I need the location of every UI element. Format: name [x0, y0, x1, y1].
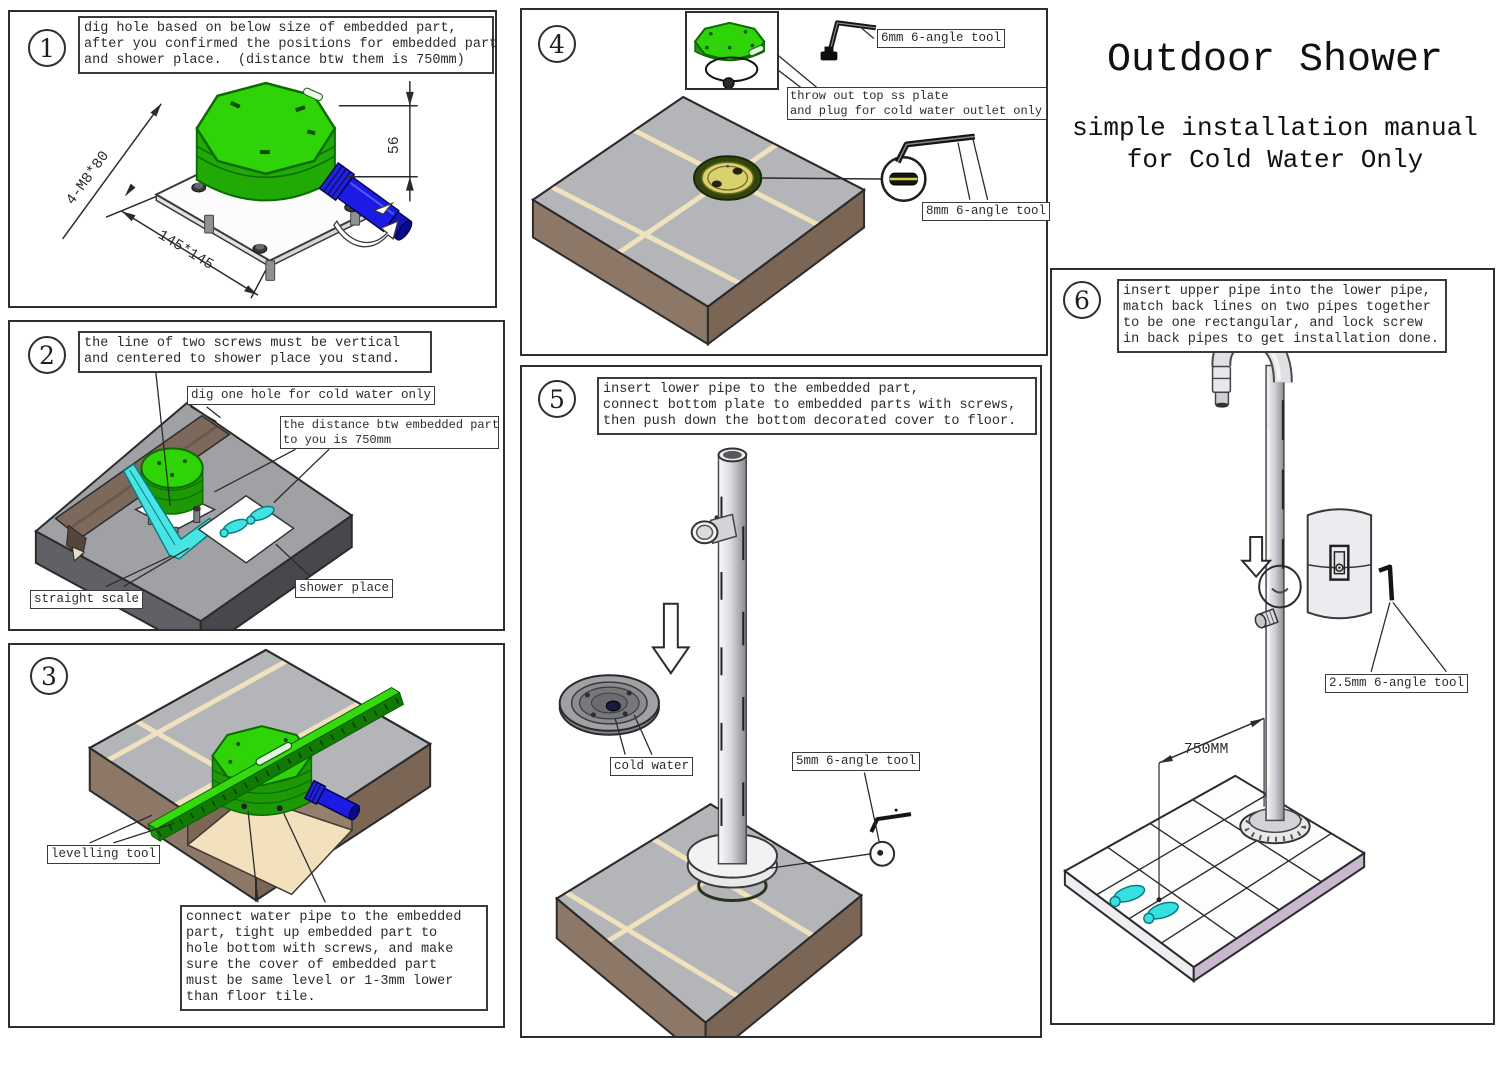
step3-panel: 3 levelling tool connect water pipe to t…: [8, 643, 505, 1028]
hex-key-5mm-icon: [869, 808, 912, 833]
leader-lines: [89, 811, 326, 903]
label-6mm-tool: 6mm 6-angle tool: [877, 29, 1006, 48]
leader-lines: [105, 367, 330, 588]
label-levelling-tool: levelling tool: [47, 845, 161, 864]
plug-magnifier: [880, 156, 927, 203]
magnifier-leader: [761, 177, 882, 180]
label-cold-water: cold water: [610, 757, 694, 776]
dim-750mm-label: 750MM: [1184, 742, 1229, 758]
step1-illustration: 56 4-M8*80 145*145: [61, 81, 418, 299]
back-pipe-detail: [1306, 508, 1373, 620]
page-subtitle: simple installation manual for Cold Wate…: [1072, 113, 1478, 175]
label-shower-place: shower place: [295, 579, 394, 598]
step5-number-text: 5: [549, 384, 565, 414]
step2-number: 2: [28, 336, 66, 374]
shower-place-mat: [197, 494, 295, 564]
label-5mm-tool: 5mm 6-angle tool: [792, 752, 921, 771]
screw-magnifier: [869, 840, 896, 867]
label-25mm-tool: 2.5mm 6-angle tool: [1325, 674, 1469, 693]
step6-panel: 750MM 6 insert upper pipe into the lower…: [1050, 268, 1495, 1025]
step2-illustration: [34, 367, 354, 629]
down-arrow: [651, 602, 691, 675]
title-block: Outdoor Shower simple installation manua…: [1050, 36, 1500, 176]
step3-note: connect water pipe to the embedded part,…: [180, 905, 488, 1011]
lock-screw-stub: [1254, 608, 1279, 629]
step1-number: 1: [28, 29, 66, 67]
dim-bolts-label: 4-M8*80: [64, 149, 113, 209]
dimension-arrows: [121, 103, 258, 296]
hex-key-6mm-icon: [820, 20, 877, 61]
label-distance: the distance btw embedded part to you is…: [280, 416, 499, 449]
step5-panel: 5 insert lower pipe to the embedded part…: [520, 365, 1042, 1038]
side-outlet-connector: [690, 513, 738, 545]
height-dimension-arrows: [405, 91, 414, 191]
dim-plate-label: 145*145: [155, 228, 216, 274]
joint-magnifier: [1258, 564, 1302, 609]
tiled-base: [555, 803, 864, 1036]
step4-number-text: 4: [549, 29, 565, 59]
tiled-floor: [1063, 774, 1367, 983]
distance-dimension: [1156, 717, 1265, 903]
step4-number: 4: [538, 25, 576, 63]
leader-lines: [776, 26, 989, 200]
dim-height-label: 56: [387, 136, 403, 154]
footprint-left: [1109, 884, 1146, 908]
step5-illustration: [555, 447, 912, 1036]
step3-illustration: [87, 648, 433, 903]
step3-number-text: 3: [41, 661, 57, 691]
rotate-arrow: [333, 201, 399, 248]
down-arrow: [1240, 536, 1273, 579]
levelling-tool: [147, 686, 405, 843]
step6-instruction: insert upper pipe into the lower pipe, m…: [1117, 279, 1447, 353]
base-flange: [686, 832, 779, 902]
label-straight-scale: straight scale: [30, 590, 144, 609]
step2-instruction: the line of two screws must be vertical …: [78, 331, 432, 373]
label-8mm-tool: 8mm 6-angle tool: [922, 202, 1051, 221]
step4-panel: 4 6mm 6-angle tool throw out top ss plat…: [520, 8, 1051, 356]
embedded-cover: [693, 155, 763, 201]
embedded-part-body: [195, 81, 337, 202]
step6-number-text: 6: [1074, 285, 1090, 315]
label-dig-hole: dig one hole for cold water only: [187, 386, 436, 405]
removed-plate-detail: [693, 21, 766, 90]
removed-plate-inset-frame: [685, 11, 779, 90]
lower-pipe: [717, 447, 748, 865]
page-title: Outdoor Shower: [1106, 38, 1444, 83]
leader-lines: [1370, 602, 1447, 673]
step3-number: 3: [30, 657, 68, 695]
step5-number: 5: [538, 380, 576, 418]
step6-number: 6: [1063, 281, 1101, 319]
step4-illustration: [531, 20, 989, 347]
step1-number-text: 1: [39, 33, 55, 63]
hex-key-25mm-icon: [1378, 564, 1395, 601]
step1-instruction: dig hole based on below size of embedded…: [78, 16, 497, 74]
step5-instruction: insert lower pipe to the embedded part, …: [597, 377, 1037, 435]
decorated-cover: [558, 674, 660, 736]
hex-key-8mm-icon: [895, 133, 976, 164]
step2-panel: 2 the line of two screws must be vertica…: [8, 320, 505, 631]
step6-illustration: 750MM: [1063, 326, 1447, 983]
step1-panel: 56 4-M8*80 145*145 1 dig hole based on b…: [8, 10, 497, 308]
step2-number-text: 2: [39, 340, 55, 370]
label-throw-plate: throw out top ss plate and plug for cold…: [787, 87, 1047, 120]
leader-lines: [614, 714, 880, 870]
water-pipe-blue: [303, 779, 361, 821]
footprint-right: [246, 505, 275, 525]
shower-column: [1211, 326, 1311, 845]
footprint-right: [1143, 901, 1179, 925]
